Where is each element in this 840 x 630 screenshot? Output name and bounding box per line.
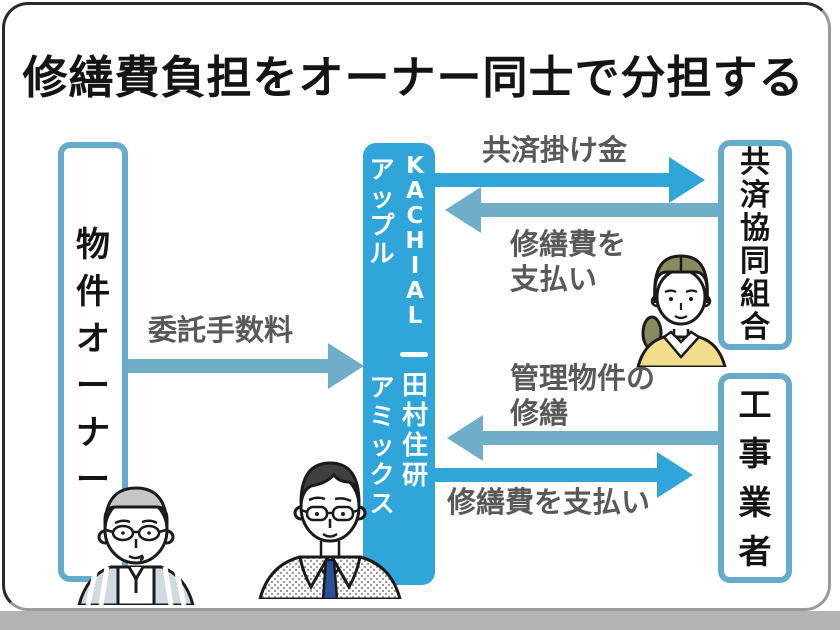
partner-kana: アミックス [369,373,395,518]
card-shadow [0,611,840,630]
brand-kana: アップル [369,155,395,268]
label-mutual-aid-premium: 共済掛け金 [482,133,628,167]
elderly-owner-illustration [77,486,195,605]
contractor-box-label: 工事業者 [738,385,772,571]
arrow-managed-property-repair [483,431,720,445]
arrow-pay-repair-cost-bottom [435,468,657,482]
label-consignment-fee: 委託手数料 [148,313,294,347]
label-pay-repair-cost-bottom: 修繕費を支払い [447,485,651,519]
agent-illustration [258,461,402,599]
arrow-mutual-aid-premium [435,173,669,187]
arrow-pay-repair-cost-top [481,203,720,217]
arrow-consignment-fee [128,359,328,373]
owner-box: 物件オーナー [58,142,128,582]
label-pay-repair-cost-top: 修繕費を 支払い [510,227,627,296]
coop-staff-illustration [636,254,727,367]
page-title: 修繕費負担をオーナー同士で分担する [22,51,805,104]
coop-box-label: 共済協同組合 [740,144,770,345]
label-managed-property-repair: 管理物件の 修繕 [510,361,656,430]
owner-box-label: 物件オーナー [76,224,110,500]
partner-name: 田村住研 [401,371,428,491]
brand-divider [400,352,428,357]
coop-box: 共済協同組合 [718,140,792,350]
contractor-box: 工事業者 [718,373,792,583]
